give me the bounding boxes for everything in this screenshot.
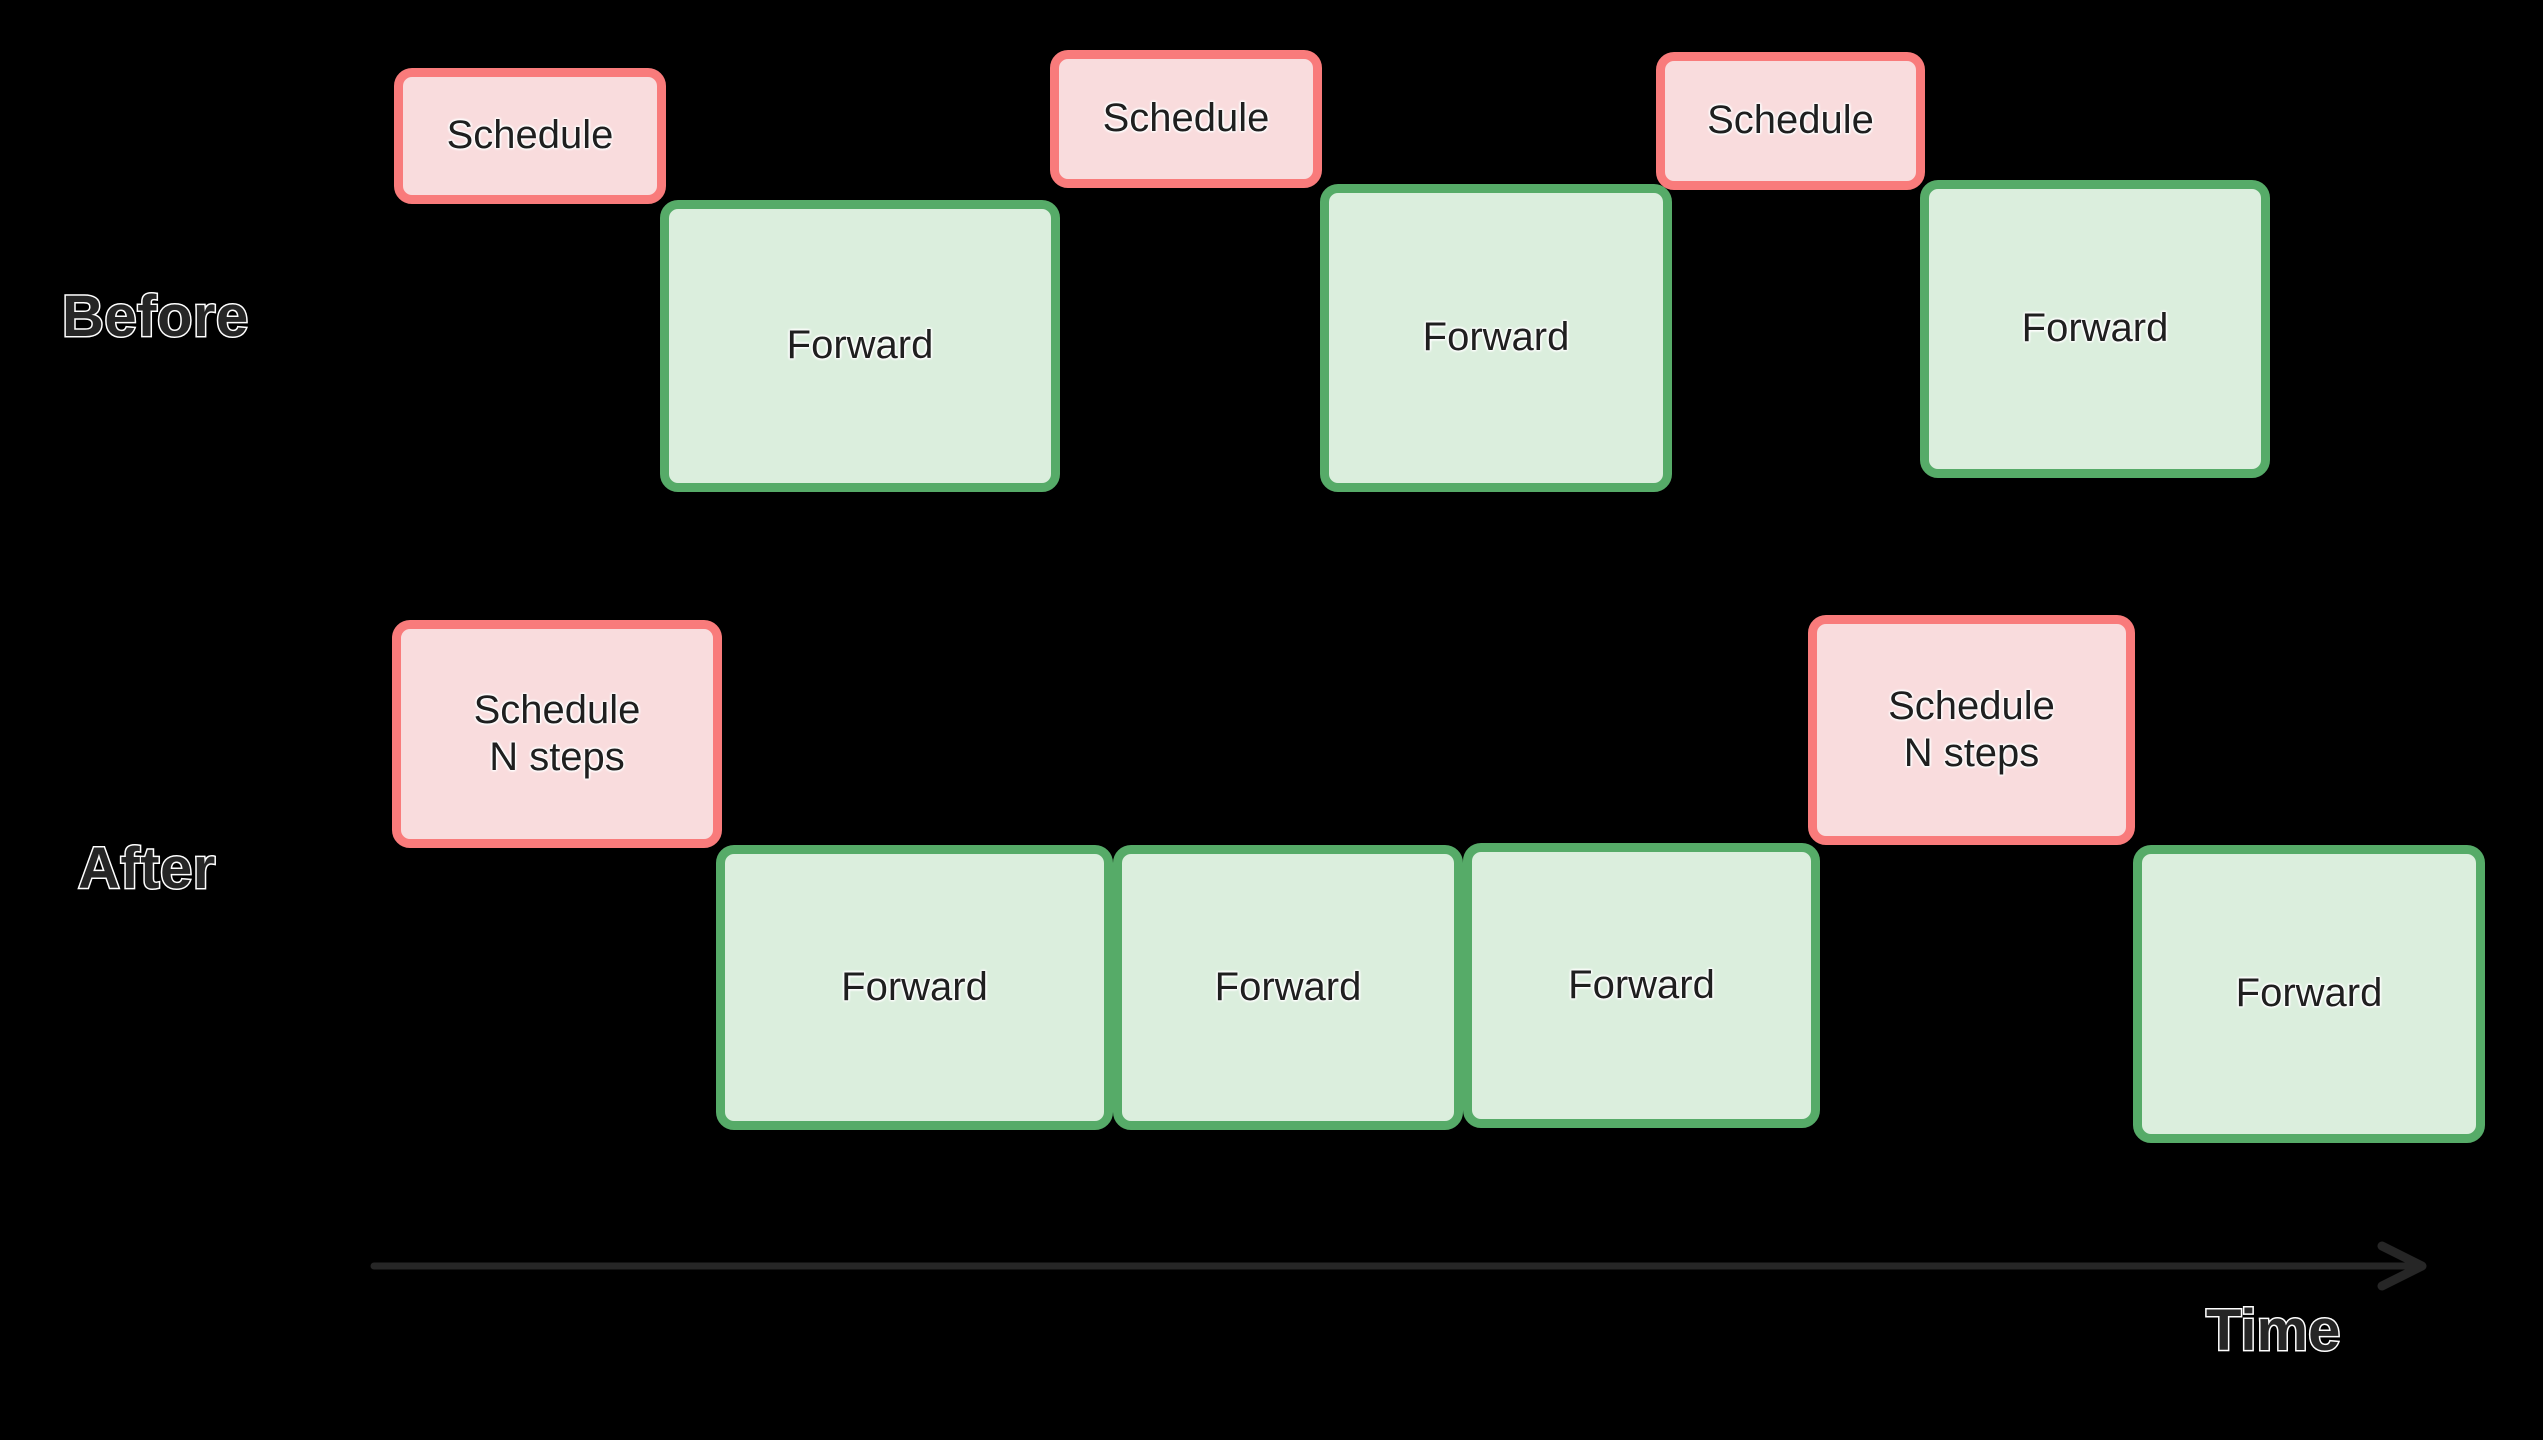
block-label: Schedule N steps bbox=[1888, 683, 2055, 775]
row-label-before: Before bbox=[61, 284, 250, 349]
block-label: Forward bbox=[2235, 971, 2383, 1016]
before-forward-block-1: Forward bbox=[660, 200, 1060, 492]
before-schedule-block-2: Schedule bbox=[1050, 50, 1322, 188]
before-forward-block-2: Forward bbox=[1320, 184, 1672, 492]
before-schedule-block-1: Schedule bbox=[394, 68, 666, 204]
block-label: Schedule N steps bbox=[473, 687, 641, 779]
block-label: Forward bbox=[1422, 315, 1570, 360]
block-label: Schedule bbox=[1102, 96, 1270, 141]
block-label: Forward bbox=[1568, 962, 1715, 1007]
after-schedule-block-1: Schedule N steps bbox=[392, 620, 722, 848]
block-label: Schedule bbox=[1707, 98, 1874, 143]
block-label: Forward bbox=[841, 964, 988, 1009]
after-schedule-block-2: Schedule N steps bbox=[1808, 615, 2135, 845]
after-forward-block-3: Forward bbox=[1463, 843, 1820, 1128]
row-label-after: After bbox=[77, 836, 217, 901]
arrow-right-icon bbox=[370, 1241, 2427, 1291]
after-forward-block-1: Forward bbox=[716, 845, 1113, 1130]
time-axis-arrow bbox=[370, 1238, 2450, 1298]
before-forward-block-3: Forward bbox=[1920, 180, 2270, 478]
after-forward-block-4: Forward bbox=[2133, 845, 2485, 1143]
time-axis-label: Time bbox=[2204, 1298, 2341, 1363]
before-schedule-block-3: Schedule bbox=[1656, 52, 1925, 190]
block-label: Forward bbox=[786, 323, 934, 368]
block-label: Schedule bbox=[446, 113, 614, 158]
after-forward-block-2: Forward bbox=[1113, 845, 1463, 1130]
block-label: Forward bbox=[2021, 306, 2169, 351]
block-label: Forward bbox=[1214, 964, 1362, 1009]
